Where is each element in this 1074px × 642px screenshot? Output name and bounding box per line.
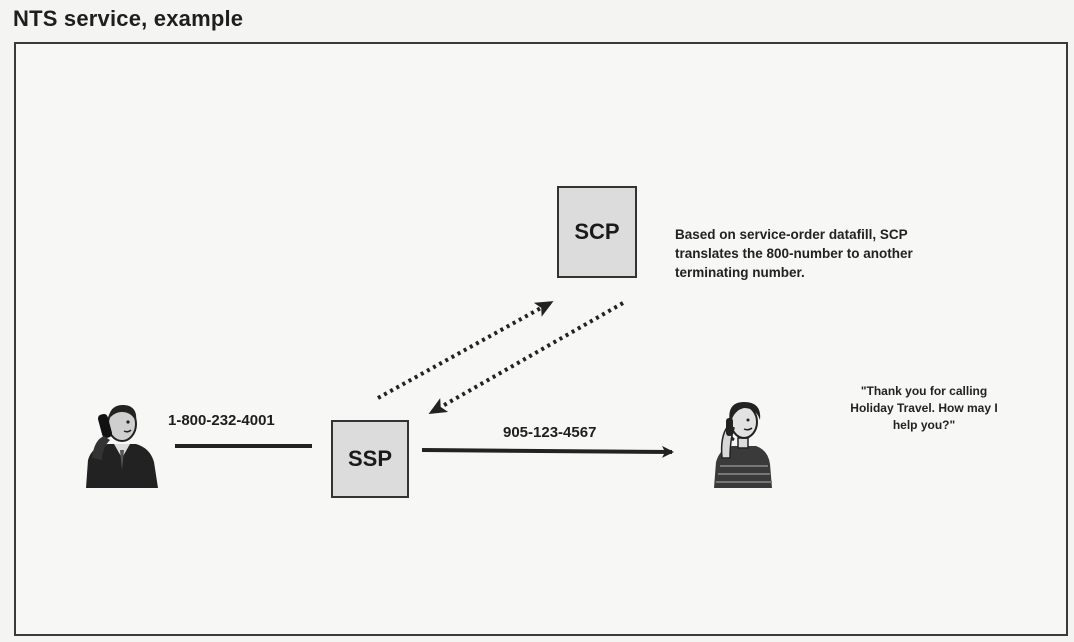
scp-note: Based on service-order datafill, SCP tra… — [675, 227, 913, 280]
scp-node: SCP — [557, 186, 637, 278]
agent-quote: "Thank you for calling Holiday Travel. H… — [850, 384, 998, 432]
dialed-number-label: 1-800-232-4001 — [168, 412, 275, 429]
ssp-label: SSP — [347, 446, 393, 471]
agent-icon — [714, 402, 772, 488]
diagram-title: NTS service, example — [13, 6, 244, 31]
diagram-frame — [14, 42, 1068, 636]
ssp-to-scp-dotted-arrow — [377, 301, 554, 400]
scp-to-ssp-dotted-arrow — [428, 301, 624, 414]
ssp-to-agent-arrow — [421, 445, 674, 458]
scp-label: SCP — [574, 219, 620, 244]
caller-icon — [86, 404, 158, 488]
translated-number-label: 905-123-4567 — [503, 424, 597, 441]
ssp-node: SSP — [331, 420, 409, 498]
